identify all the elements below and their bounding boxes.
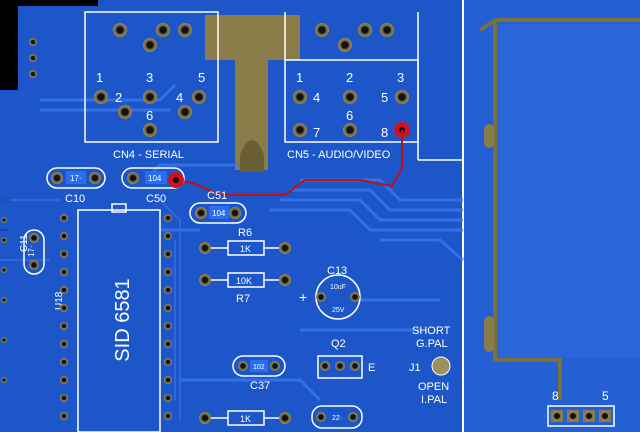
cn5-label: CN5 - AUDIO/VIDEO [287,149,391,161]
cn5-pin-4-label: 4 [313,90,320,105]
r6-value: 1K [240,244,251,254]
bottom-cap-value: 22· [332,415,342,422]
c50-ref: C50 [146,193,166,205]
edge-pin-5-label: 5 [602,389,609,403]
chip-pins [60,214,172,420]
c13-value: 10uF [330,284,346,291]
cn5-pin-2-label: 2 [346,70,353,85]
c13-voltage: 25V [332,307,345,314]
cn4-pads [94,90,206,137]
jumper-short-mode: G.PAL [416,338,448,350]
chip-name: SID 6581 [112,278,134,361]
cn4-pin-1-label: 1 [96,70,103,85]
r7-ref: R7 [236,293,250,305]
cn5-pin-6-label: 6 [346,108,353,123]
left-edge-pins [1,217,7,383]
c13-polarity: + [299,289,307,305]
jumper-open-mode: I.PAL [421,394,447,406]
cn5-pin-7-label: 7 [313,125,320,140]
cn5-pin-3-label: 3 [397,70,404,85]
c10-ref: C10 [65,193,85,205]
cn4-pin-4-label: 4 [176,90,183,105]
jumper-pad[interactable] [431,356,451,376]
r6-ref: R6 [238,227,252,239]
header-pin [29,23,394,78]
cn4-pin-5-label: 5 [198,70,205,85]
cn4-pin-2-label: 2 [115,90,122,105]
bottom-resistor-value: 1K [240,414,251,424]
cn5-pin-1-label: 1 [296,70,303,85]
sid-chip-outline [77,209,161,432]
cn4-pin-3-label: 3 [146,70,153,85]
c11-ref: C11 [19,234,30,252]
c13-ref: C13 [327,265,347,277]
edge-header-pads [551,410,611,422]
c37-ref: C37 [250,380,270,392]
c37-value: 102 [253,364,265,371]
cn4-pin-6-label: 6 [146,108,153,123]
u18-ref: U18 [54,291,65,310]
c51-ref: C51 [207,190,227,202]
cn5-pads [293,90,409,137]
bodge-wire [177,130,403,196]
q2-emitter-label: E [368,362,375,374]
c50-value: 104 [148,174,162,183]
cn5-pin-8-label: 8 [381,125,388,140]
q2-ref: Q2 [331,338,346,350]
c10-value: 17· [70,174,82,183]
edge-pin-8-label: 8 [552,389,559,403]
c51-value: 104 [212,209,226,218]
r7-value: 10K [236,276,252,286]
cn4-label: CN4 - SERIAL [113,149,184,161]
jumper-open-label: OPEN [418,381,449,393]
jumper-short-label: SHORT [412,325,451,337]
c11-value: 17· [27,245,36,257]
cn5-pin-5-label: 5 [381,90,388,105]
jumper-ref: J1 [409,362,421,374]
